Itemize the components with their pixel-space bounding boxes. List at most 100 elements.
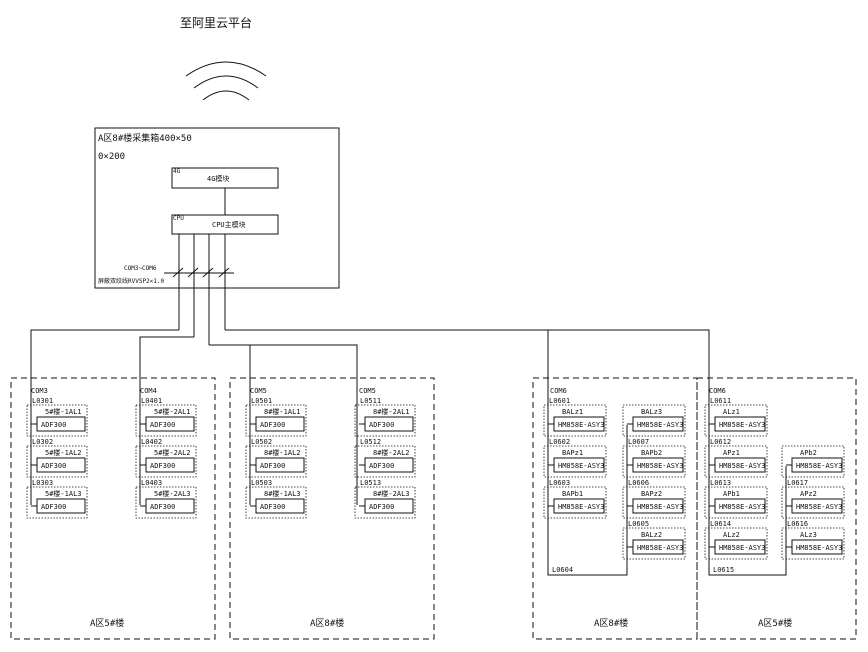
meter-model: HM858E-ASY3 bbox=[796, 503, 842, 511]
tail-loop-label: L0604 bbox=[552, 566, 573, 574]
panel-label: APz2 bbox=[800, 490, 817, 498]
meter-model: ADF300 bbox=[260, 421, 285, 429]
com-label: COM5 bbox=[250, 387, 267, 395]
panel-label: 5#楼-2AL1 bbox=[154, 407, 191, 416]
meter-model: ADF300 bbox=[41, 503, 66, 511]
zone-frame-2 bbox=[229, 377, 435, 640]
meter-model: HM858E-ASY3 bbox=[796, 544, 842, 552]
zone-name-3: A区8#楼 bbox=[594, 617, 628, 629]
loop-label: L0401 bbox=[141, 397, 162, 405]
com-label: COM6 bbox=[550, 387, 567, 395]
zone-frame-1 bbox=[10, 377, 216, 640]
panel-label: BAPb1 bbox=[562, 490, 583, 498]
panel-label: 5#楼-1AL3 bbox=[45, 489, 82, 498]
loop-label: L0511 bbox=[360, 397, 381, 405]
loop-label: L0612 bbox=[710, 438, 731, 446]
loop-label: L0501 bbox=[251, 397, 272, 405]
zone-name-1: A区5#楼 bbox=[90, 617, 124, 629]
loop-label: L0402 bbox=[141, 438, 162, 446]
panel-label: 5#楼-2AL3 bbox=[154, 489, 191, 498]
module-4g-tag: 4G bbox=[173, 168, 181, 175]
panel-label: ALz3 bbox=[800, 531, 817, 539]
module-main-label: CPU主模块 bbox=[212, 220, 246, 229]
meter-model: HM858E-ASY3 bbox=[558, 462, 604, 470]
panel-label: 8#楼-2AL3 bbox=[373, 489, 410, 498]
loop-label: L0303 bbox=[32, 479, 53, 487]
panel-label: APz1 bbox=[723, 449, 740, 457]
meter-model: ADF300 bbox=[260, 462, 285, 470]
meter-model: ADF300 bbox=[150, 462, 175, 470]
meter-model: HM858E-ASY3 bbox=[637, 503, 683, 511]
cloud-platform-title: 至阿里云平台 bbox=[180, 15, 252, 30]
meter-model: HM858E-ASY3 bbox=[558, 421, 604, 429]
loop-label: L0611 bbox=[710, 397, 731, 405]
panel-label: BAPb2 bbox=[641, 449, 662, 457]
meter-model: HM858E-ASY3 bbox=[637, 462, 683, 470]
meter-model: ADF300 bbox=[150, 503, 175, 511]
panel-label: ALz1 bbox=[723, 408, 740, 416]
cable-label: 屏蔽双绞线RVVSP2×1.0 bbox=[98, 277, 165, 285]
loop-label: L0617 bbox=[787, 479, 808, 487]
loop-label: L0607 bbox=[628, 438, 649, 446]
panel-label: BAPz1 bbox=[562, 449, 583, 457]
panel-label: 8#楼-2AL1 bbox=[373, 407, 410, 416]
panel-label: ALz2 bbox=[723, 531, 740, 539]
meter-model: HM858E-ASY3 bbox=[558, 503, 604, 511]
loop-label: L0614 bbox=[710, 520, 731, 528]
meter-model: HM858E-ASY3 bbox=[719, 462, 765, 470]
zone-name-4: A区5#楼 bbox=[758, 617, 792, 629]
meter-model: ADF300 bbox=[41, 462, 66, 470]
meter-model: ADF300 bbox=[369, 503, 394, 511]
panel-label: 8#楼-2AL2 bbox=[373, 448, 410, 457]
loop-label: L0301 bbox=[32, 397, 53, 405]
panel-label: 8#楼-1AL3 bbox=[264, 489, 301, 498]
meter-model: ADF300 bbox=[369, 462, 394, 470]
meter-model: HM858E-ASY3 bbox=[719, 421, 765, 429]
meter-model: HM858E-ASY3 bbox=[719, 544, 765, 552]
meter-model: ADF300 bbox=[369, 421, 394, 429]
wireless-signal-icon bbox=[185, 61, 267, 101]
panel-label: 5#楼-1AL2 bbox=[45, 448, 82, 457]
loop-label: L0602 bbox=[549, 438, 570, 446]
module-main-tag: CPU bbox=[173, 215, 184, 222]
panel-label: BALz3 bbox=[641, 408, 662, 416]
loop-label: L0513 bbox=[360, 479, 381, 487]
panel-label: 8#楼-1AL1 bbox=[264, 407, 301, 416]
loop-label: L0601 bbox=[549, 397, 570, 405]
loop-label: L0302 bbox=[32, 438, 53, 446]
loop-label: L0605 bbox=[628, 520, 649, 528]
loop-label: L0503 bbox=[251, 479, 272, 487]
meter-model: HM858E-ASY3 bbox=[719, 503, 765, 511]
com-label: COM4 bbox=[140, 387, 157, 395]
com-label: COM3 bbox=[31, 387, 48, 395]
loop-label: L0502 bbox=[251, 438, 272, 446]
collector-subtitle: 0×200 bbox=[98, 152, 125, 162]
meter-model: ADF300 bbox=[41, 421, 66, 429]
loop-label: L0606 bbox=[628, 479, 649, 487]
meter-model: ADF300 bbox=[150, 421, 175, 429]
collector-box bbox=[94, 127, 340, 289]
panel-label: 5#楼-2AL2 bbox=[154, 448, 191, 457]
tail-loop-label: L0615 bbox=[713, 566, 734, 574]
